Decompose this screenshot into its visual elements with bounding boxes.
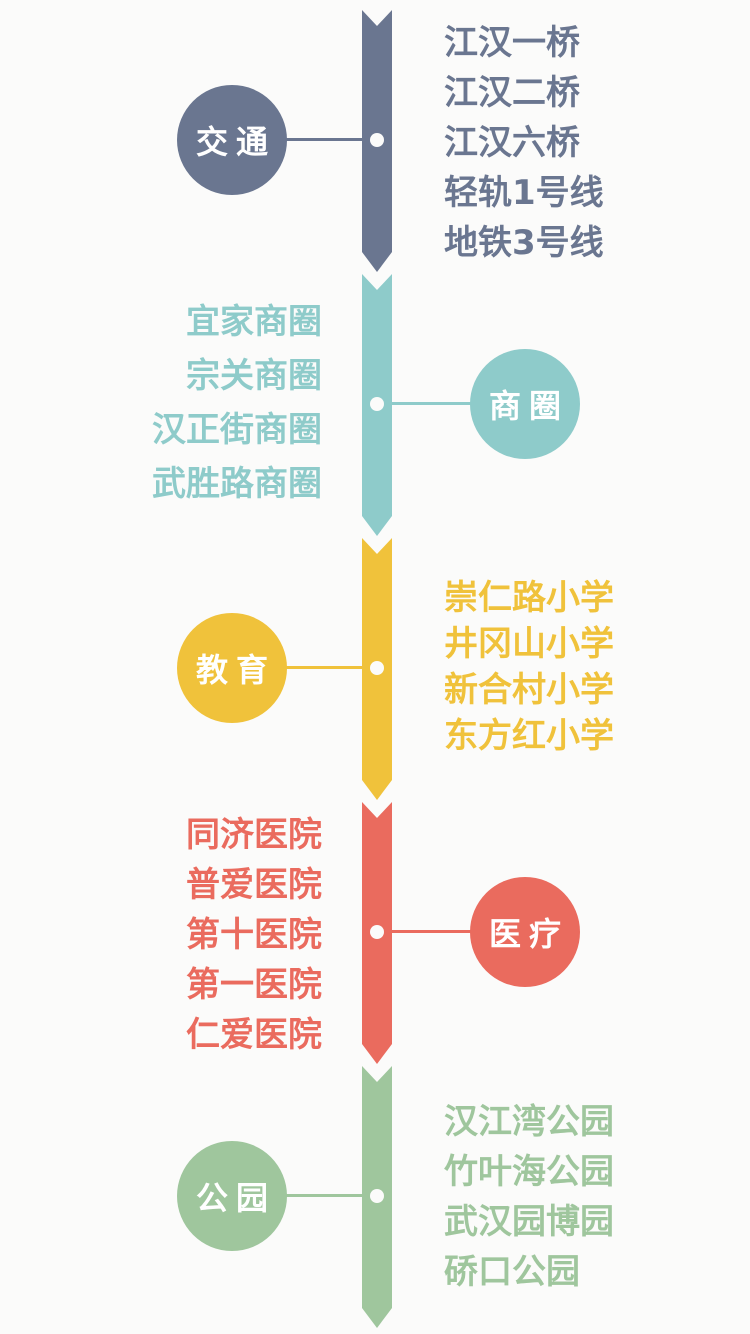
category-title-shopping: 商圈 bbox=[488, 387, 569, 425]
list-item: 新合村小学 bbox=[444, 670, 614, 710]
timeline-dot-transport bbox=[370, 133, 384, 147]
list-item: 江汉六桥 bbox=[444, 123, 580, 163]
category-badge-shopping: 商圈 bbox=[470, 349, 580, 459]
item-list-shopping: 宜家商圈 宗关商圈 汉正街商圈 武胜路商圈 bbox=[62, 295, 322, 511]
category-badge-parks: 公园 bbox=[177, 1141, 287, 1251]
list-item: 轻轨1号线 bbox=[444, 173, 604, 213]
timeline-dot-shopping bbox=[370, 397, 384, 411]
list-item: 宜家商圈 bbox=[186, 302, 322, 342]
category-badge-medical: 医疗 bbox=[470, 877, 580, 987]
list-item: 汉正街商圈 bbox=[152, 410, 322, 450]
list-item: 宗关商圈 bbox=[186, 356, 322, 396]
item-list-medical: 同济医院 普爱医院 第十医院 第一医院 仁爱医院 bbox=[62, 810, 322, 1060]
list-item: 同济医院 bbox=[186, 815, 322, 855]
category-title-education: 教育 bbox=[195, 651, 276, 689]
item-list-transport: 江汉一桥 江汉二桥 江汉六桥 轻轨1号线 地铁3号线 bbox=[444, 18, 604, 268]
list-item: 武胜路商圈 bbox=[152, 464, 322, 504]
category-title-transport: 交通 bbox=[195, 123, 276, 161]
category-title-medical: 医疗 bbox=[488, 915, 569, 953]
list-item: 武汉园博园 bbox=[444, 1202, 614, 1242]
connector-education bbox=[284, 666, 364, 669]
list-item: 普爱医院 bbox=[186, 865, 322, 905]
category-title-parks: 公园 bbox=[195, 1179, 276, 1217]
list-item: 江汉二桥 bbox=[444, 73, 580, 113]
category-badge-transport: 交通 bbox=[177, 85, 287, 195]
list-item: 竹叶海公园 bbox=[444, 1152, 614, 1192]
list-item: 第十医院 bbox=[186, 915, 322, 955]
list-item: 仁爱医院 bbox=[186, 1015, 322, 1055]
list-item: 江汉一桥 bbox=[444, 23, 580, 63]
list-item: 汉江湾公园 bbox=[444, 1102, 614, 1142]
list-item: 地铁3号线 bbox=[444, 223, 604, 263]
list-item: 第一医院 bbox=[186, 965, 322, 1005]
connector-parks bbox=[284, 1194, 364, 1197]
category-badge-education: 教育 bbox=[177, 613, 287, 723]
list-item: 东方红小学 bbox=[444, 716, 614, 756]
list-item: 井冈山小学 bbox=[444, 624, 614, 664]
list-item: 崇仁路小学 bbox=[444, 578, 614, 618]
item-list-parks: 汉江湾公园 竹叶海公园 武汉园博园 硚口公园 bbox=[444, 1097, 614, 1297]
timeline-dot-medical bbox=[370, 925, 384, 939]
timeline-dot-education bbox=[370, 661, 384, 675]
list-item: 硚口公园 bbox=[444, 1252, 580, 1292]
item-list-education: 崇仁路小学 井冈山小学 新合村小学 东方红小学 bbox=[444, 575, 614, 759]
connector-shopping bbox=[390, 402, 472, 405]
timeline-dot-parks bbox=[370, 1189, 384, 1203]
connector-medical bbox=[390, 930, 472, 933]
connector-transport bbox=[284, 138, 364, 141]
